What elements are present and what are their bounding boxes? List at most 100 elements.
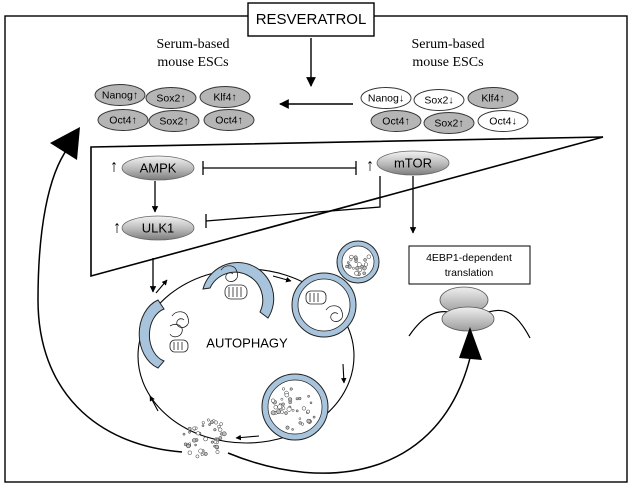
left-marker-1	[145, 87, 197, 109]
autolysosome-particle	[288, 397, 293, 402]
title-text: RESVERATROL	[256, 11, 367, 28]
lysosome-particle	[354, 259, 358, 263]
left-marker-label-5: Oct4↑	[215, 114, 242, 126]
degradation-particle	[187, 450, 192, 455]
degradation-particle	[210, 440, 214, 444]
degradation-particle	[213, 440, 218, 444]
mtor-ulk1-inhibition	[205, 176, 381, 228]
autolysosome-particle	[291, 408, 295, 412]
degradation-particle	[201, 424, 205, 427]
cycle-flow-arrows	[149, 275, 347, 441]
autolysosome-particle	[273, 405, 278, 410]
title-box	[247, 2, 375, 37]
phagophore-top	[202, 262, 275, 319]
ampk-up-arrow: ↑	[110, 156, 119, 175]
lysosome-particle	[345, 264, 349, 269]
autolysosome-particle	[295, 397, 299, 401]
degradation-particle	[203, 436, 208, 442]
autolysosome-particle	[300, 422, 305, 426]
autolysosome-particle	[270, 398, 276, 403]
right-marker-label-1: Sox2↓	[424, 94, 453, 106]
right-marker-1	[413, 89, 465, 111]
lysosome-particle	[363, 258, 367, 262]
degradation-particle	[187, 426, 192, 431]
feedback-arrow-to-markers	[37, 147, 183, 453]
lysosome-particle	[360, 264, 364, 269]
autolysosome-particle	[312, 415, 316, 419]
degradation-particle	[219, 422, 223, 426]
autolysosome-particle	[307, 394, 310, 398]
ulk1-up-arrow: ↑	[113, 217, 122, 236]
degradation-particle	[198, 448, 204, 454]
degradation-particle	[192, 426, 197, 431]
translation-box	[408, 245, 531, 285]
lysosome-particle	[353, 255, 358, 260]
left-marker-2	[199, 86, 251, 108]
autolysosome-particle	[306, 409, 311, 414]
degradation-particle	[203, 451, 208, 456]
lysosome-particle	[356, 262, 362, 267]
autolysosome-particle	[285, 425, 290, 430]
degradation-particle	[217, 424, 221, 429]
right-marker-3	[370, 110, 422, 132]
right-marker-label-5: Oct4↓	[489, 115, 516, 127]
degradation-particle	[214, 444, 219, 450]
mtor-up-arrow: ↑	[366, 155, 375, 174]
phagophore-left	[138, 299, 165, 369]
right-marker-4	[423, 112, 475, 134]
degradation-particle	[218, 436, 223, 440]
autolysosome-particle	[277, 404, 283, 410]
lysosome-particle	[349, 254, 354, 260]
lysosome-particle	[352, 266, 355, 270]
autolysosome-particle	[281, 406, 286, 410]
right-marker-label-2: Klf4↑	[481, 92, 504, 104]
right-marker-2	[467, 87, 519, 109]
degradation-particle	[221, 431, 227, 437]
autolysosome-particle	[270, 410, 276, 416]
right-marker-group: Nanog↓Sox2↓Klf4↑Oct4↑Sox2↑Oct4↓	[360, 87, 529, 134]
feedback-arrow-to-translation	[227, 357, 471, 474]
right-marker-0	[360, 87, 412, 109]
lysosome-particle	[357, 267, 362, 273]
lysosome-particle	[362, 271, 366, 276]
signaling-triangle	[90, 136, 604, 278]
lysosome-particle	[366, 254, 371, 259]
left-marker-label-1: Sox2↑	[156, 92, 185, 104]
right-header-line1: Serum-based	[411, 37, 484, 52]
mitochondria-cargo-top	[220, 265, 248, 300]
lysosome-particle	[354, 271, 359, 276]
autolysosome-particle	[291, 428, 294, 431]
lysosome-particle	[363, 262, 369, 267]
ribosome-small-subunit	[441, 306, 495, 332]
right-header-line2: mouse ESCs	[412, 55, 483, 70]
translation-line1: 4EBP1-dependent	[426, 252, 512, 264]
autolysosome-particle	[276, 409, 281, 414]
mtor-label: mTOR	[394, 155, 432, 170]
right-marker-5	[477, 110, 529, 132]
degradation-particle	[196, 431, 201, 436]
lysosome-content	[345, 254, 371, 277]
degradation-particle	[213, 428, 217, 432]
degradation-particle	[215, 450, 220, 454]
left-marker-label-0: Nanog↑	[102, 89, 138, 101]
autolysosome-particle	[306, 418, 311, 424]
autolysosome-particle	[281, 387, 286, 391]
ampk-label: AMPK	[140, 160, 177, 175]
degradation-particle	[214, 420, 218, 425]
autolysosome-particle	[289, 387, 293, 391]
degradation-particle	[201, 421, 205, 425]
left-marker-label-3: Oct4↑	[109, 114, 136, 126]
degradation-products	[182, 418, 227, 459]
lysosome-inner	[341, 245, 375, 279]
left-marker-0	[94, 84, 146, 106]
autolysosome-content	[270, 387, 316, 431]
autophagosome-right-inner	[297, 278, 351, 332]
degradation-particle	[208, 423, 211, 426]
autolysosome-particle	[280, 397, 284, 401]
left-marker-4	[148, 110, 200, 132]
degradation-particle	[186, 443, 191, 449]
autolysosome-particle	[298, 396, 302, 401]
ampk-node	[121, 155, 195, 181]
left-marker-5	[203, 109, 255, 131]
degradation-particle	[194, 443, 197, 447]
